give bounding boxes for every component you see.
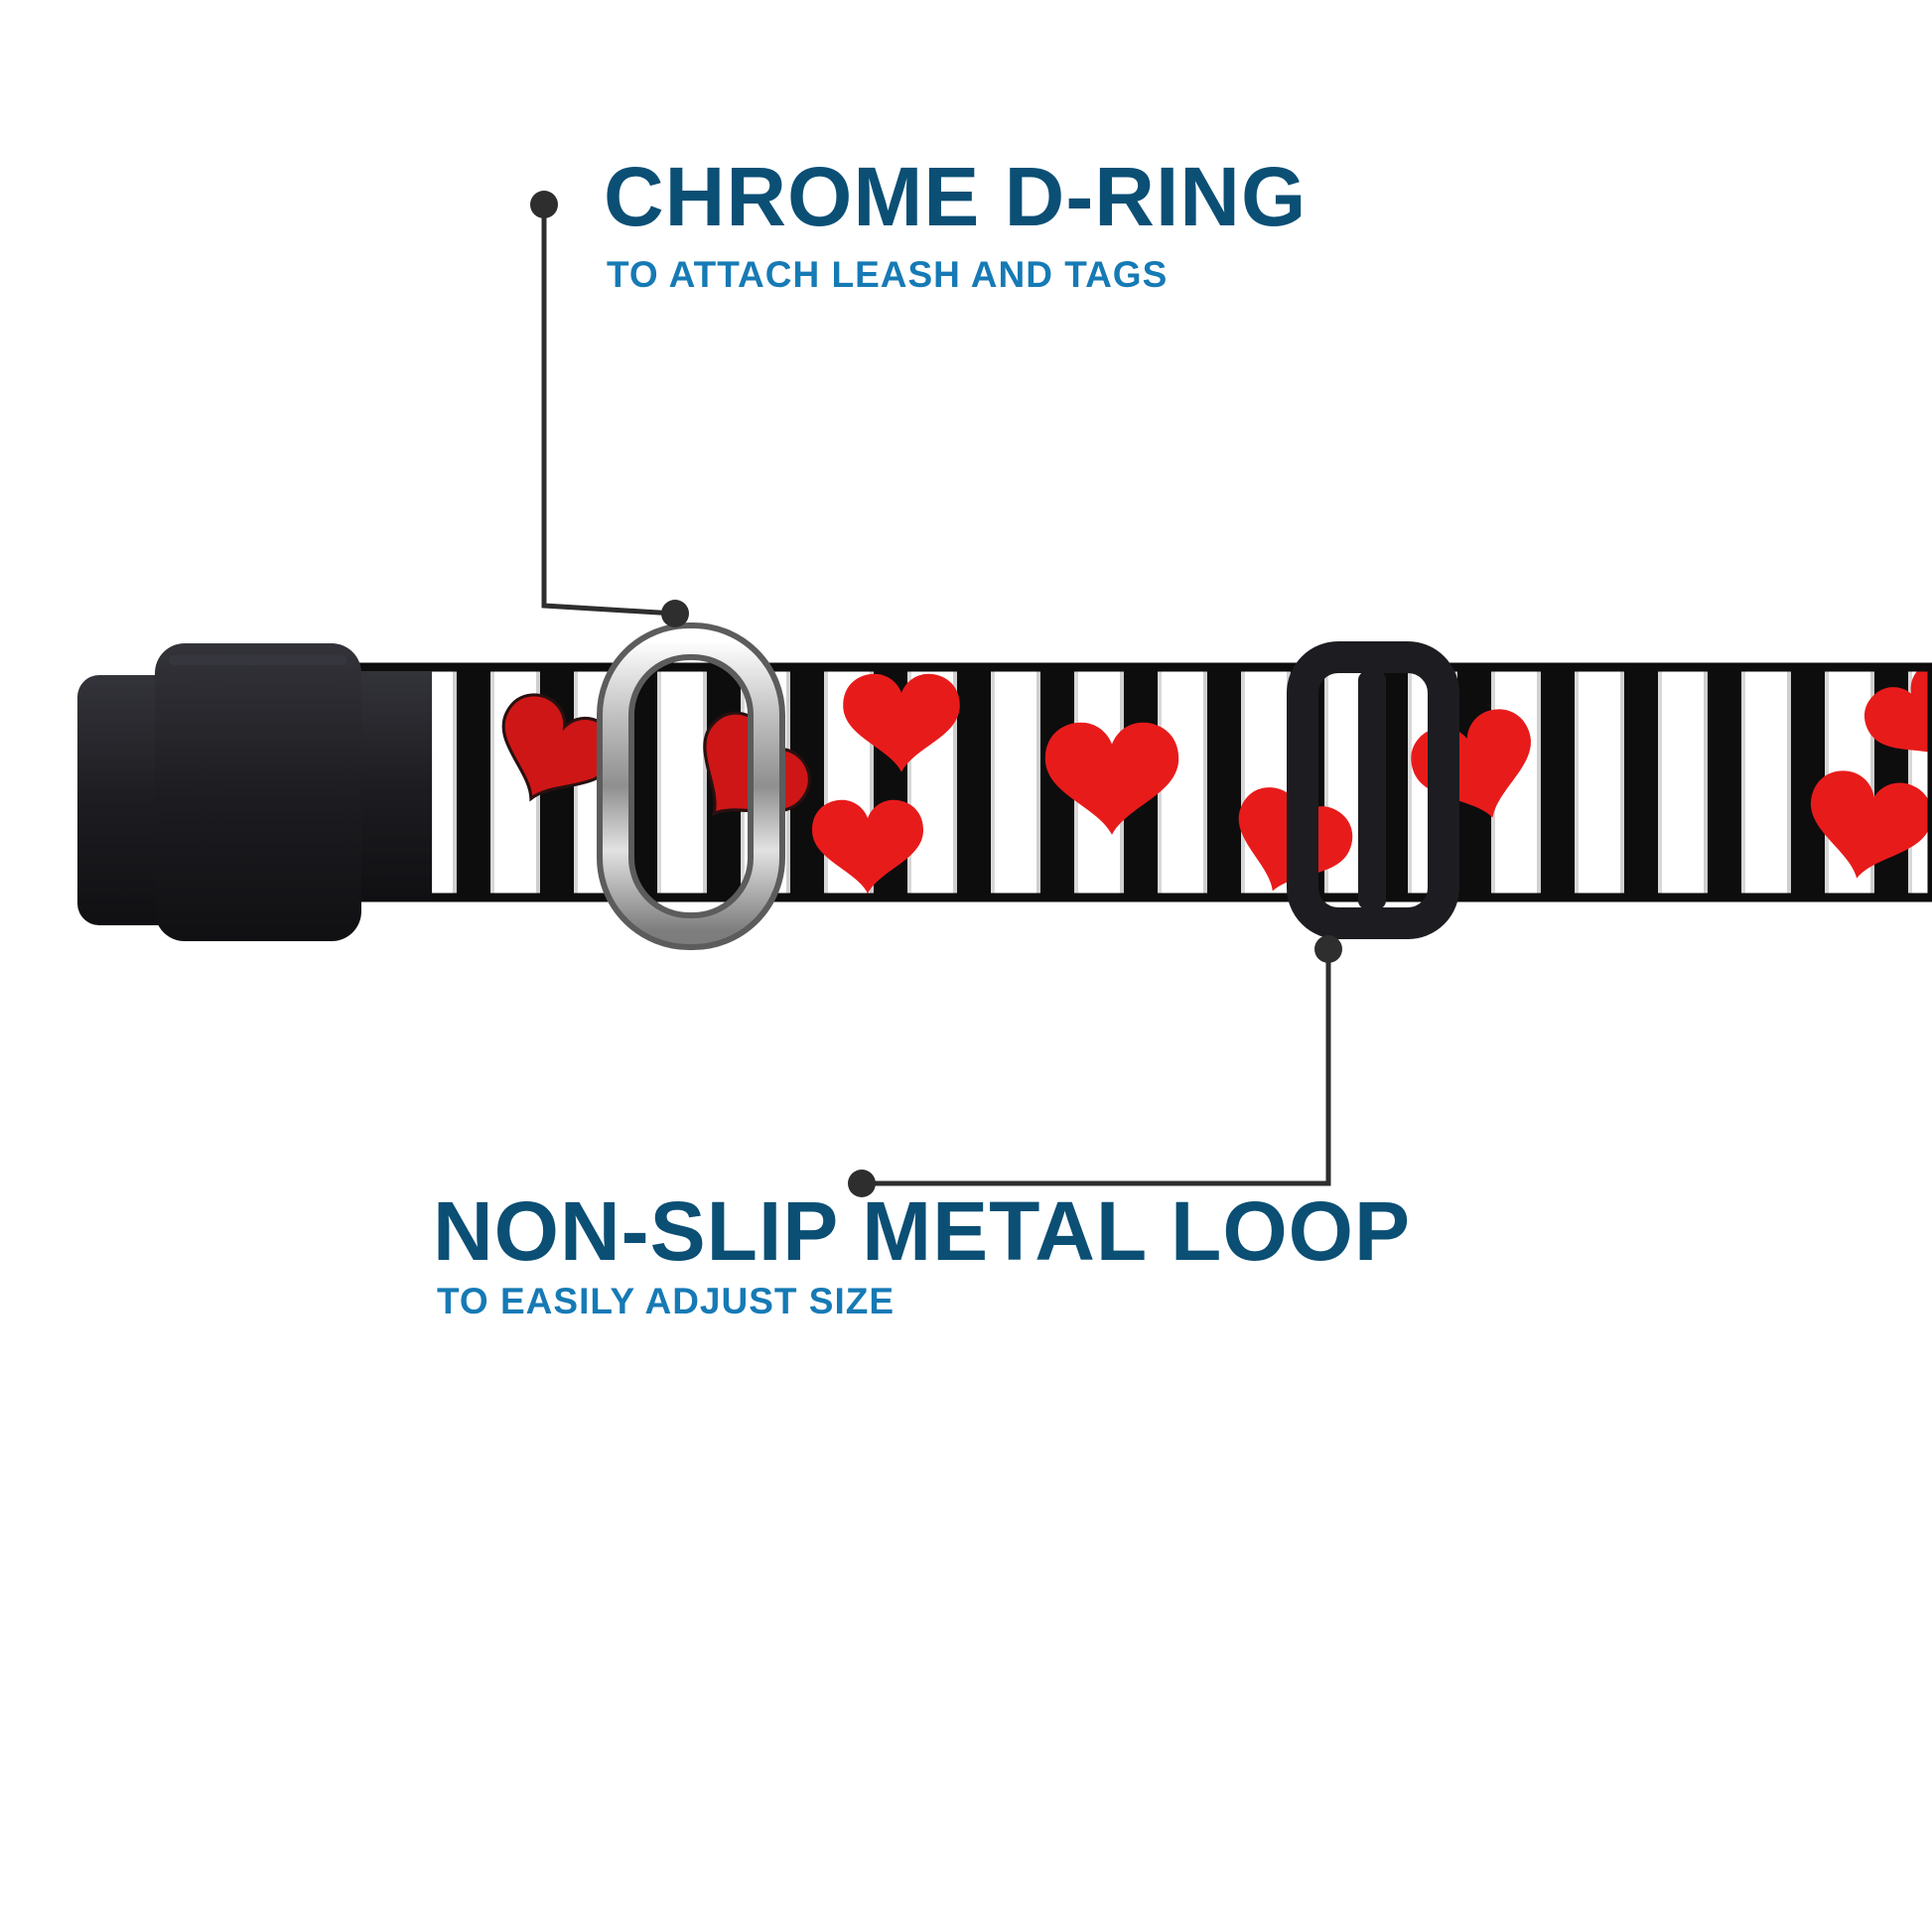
callout-dot xyxy=(1314,935,1342,963)
loop-title: NON-SLIP METAL LOOP xyxy=(433,1184,1412,1278)
metal-loop-slider-icon xyxy=(1287,641,1459,939)
callout-line-loop xyxy=(848,935,1342,1197)
dring-title: CHROME D-RING xyxy=(604,150,1308,243)
callout-dot xyxy=(530,191,558,218)
dring-subtitle: TO ATTACH LEASH AND TAGS xyxy=(607,254,1169,295)
collar-strap xyxy=(293,662,1932,902)
callout-line-dring xyxy=(530,191,689,627)
callout-dot xyxy=(848,1170,876,1197)
chrome-d-ring-icon xyxy=(597,622,785,950)
plastic-buckle-icon xyxy=(77,643,432,941)
loop-subtitle: TO EASILY ADJUST SIZE xyxy=(437,1281,896,1321)
callout-dot xyxy=(661,600,689,627)
